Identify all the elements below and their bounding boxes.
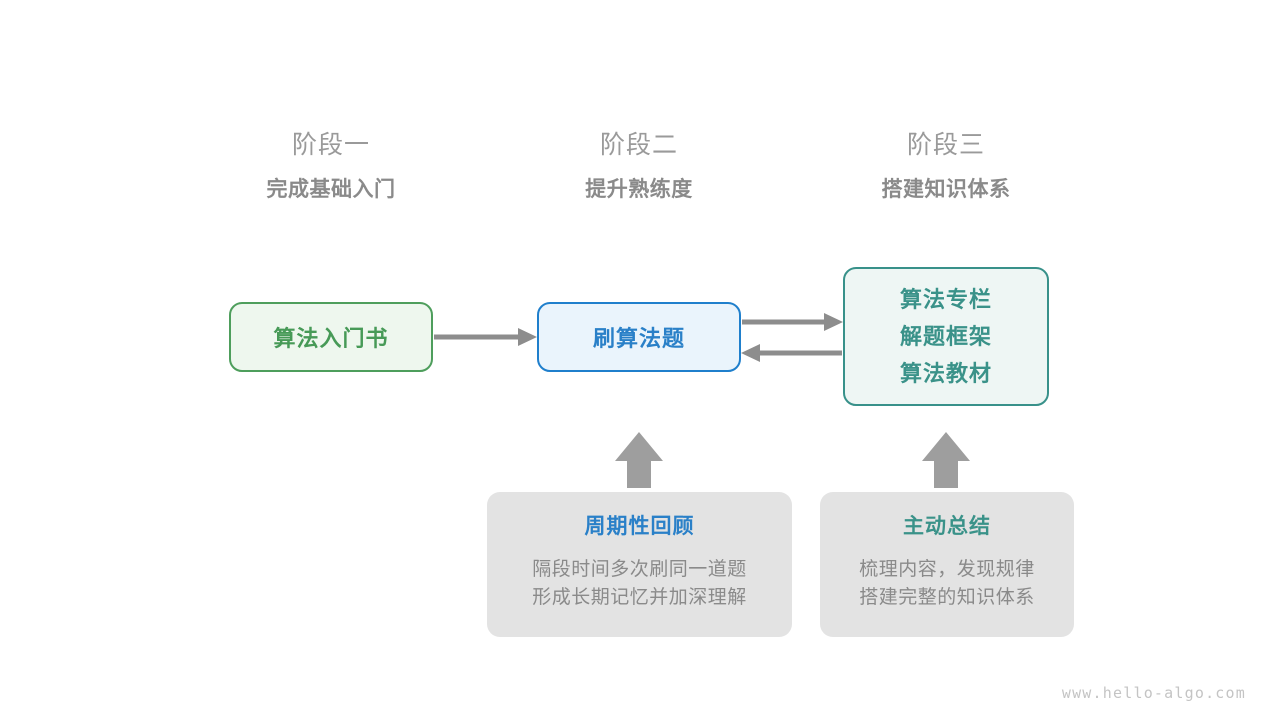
- card-summary-body: 梳理内容，发现规律 搭建完整的知识体系: [820, 556, 1074, 612]
- card-summary-line-2: 搭建完整的知识体系: [859, 587, 1035, 608]
- arrow-practice-to-resources: [742, 313, 843, 331]
- card-summary-title: 主动总结: [903, 515, 991, 538]
- arrow-review-to-practice: [615, 432, 663, 488]
- node-resources-line-2: 解题框架: [899, 324, 992, 349]
- stage-subtitle-1: 完成基础入门: [266, 178, 396, 201]
- card-review-line-1: 隔段时间多次刷同一道题: [532, 559, 747, 580]
- stage-subtitle-2: 提升熟练度: [585, 178, 693, 201]
- stage-title-2: 阶段二: [599, 131, 678, 159]
- stage-header-1: 阶段一 完成基础入门: [211, 130, 451, 204]
- card-summary-line-1: 梳理内容，发现规律: [859, 559, 1035, 580]
- node-learning-resources[interactable]: 算法专栏 解题框架 算法教材: [843, 267, 1049, 406]
- node-practice-label: 刷算法题: [592, 326, 685, 351]
- arrow-book-to-practice: [434, 328, 537, 346]
- card-review-title: 周期性回顾: [584, 515, 695, 538]
- arrow-resources-to-practice: [741, 344, 842, 362]
- stage-title-3: 阶段三: [906, 131, 985, 159]
- node-resources-line-1: 算法专栏: [899, 287, 992, 312]
- watermark-url: www.hello-algo.com: [1061, 684, 1246, 702]
- card-review-body: 隔段时间多次刷同一道题 形成长期记忆并加深理解: [487, 556, 792, 612]
- stage-subtitle-3: 搭建知识体系: [881, 178, 1011, 201]
- arrow-summary-to-resources: [922, 432, 970, 488]
- node-resources-line-3: 算法教材: [899, 361, 992, 386]
- card-review-line-2: 形成长期记忆并加深理解: [532, 587, 747, 608]
- stage-title-1: 阶段一: [291, 131, 370, 159]
- card-active-summary[interactable]: 主动总结 梳理内容，发现规律 搭建完整的知识体系: [820, 492, 1074, 637]
- node-algorithm-intro-book[interactable]: 算法入门书: [229, 302, 433, 372]
- node-practice-problems[interactable]: 刷算法题: [537, 302, 741, 372]
- node-book-label: 算法入门书: [273, 326, 389, 351]
- stage-header-3: 阶段三 搭建知识体系: [826, 130, 1066, 204]
- card-periodic-review[interactable]: 周期性回顾 隔段时间多次刷同一道题 形成长期记忆并加深理解: [487, 492, 792, 637]
- stage-header-2: 阶段二 提升熟练度: [519, 130, 759, 204]
